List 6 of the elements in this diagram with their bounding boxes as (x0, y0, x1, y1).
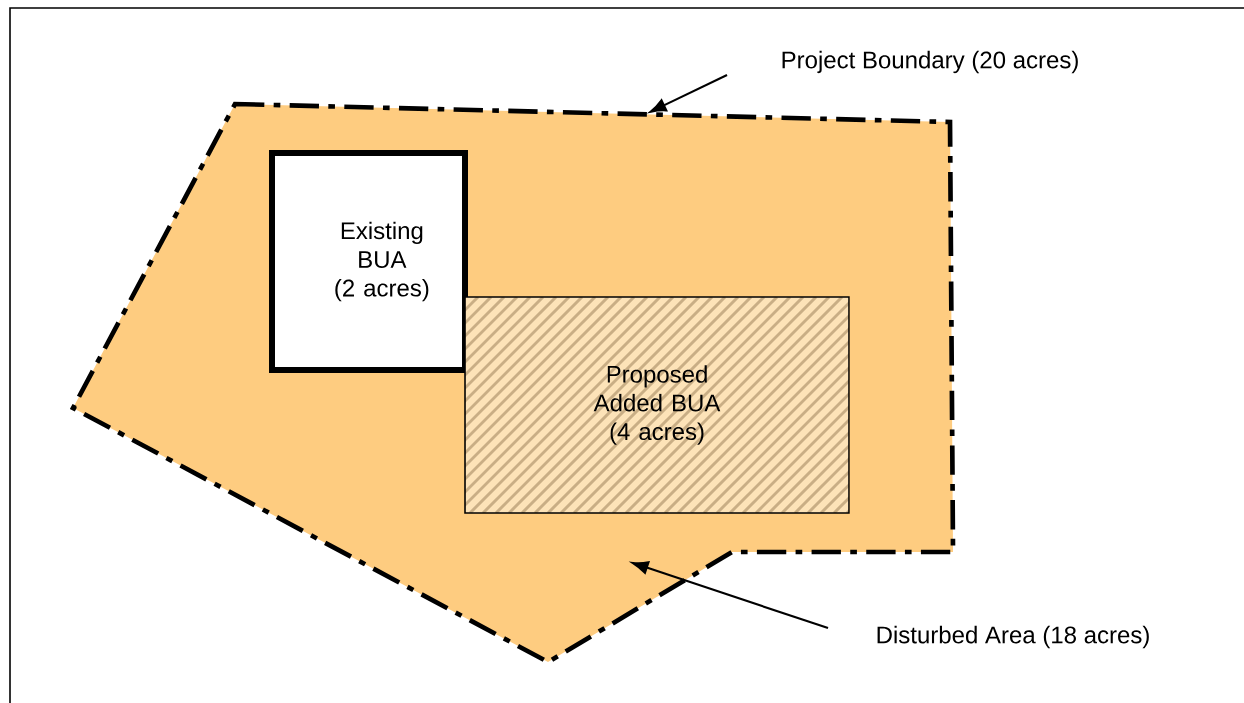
building-area-box: Existing BUA (2 acres) (269, 150, 468, 373)
leader-arrow (631, 561, 829, 629)
callout-label: Disturbed Area (18 acres) (877, 625, 1149, 649)
leader-arrow (649, 74, 728, 113)
hatched-area-box: Proposed Added BUA (4 acres) (464, 296, 850, 514)
callout-label: Project Boundary (20 acres) (782, 50, 1078, 74)
